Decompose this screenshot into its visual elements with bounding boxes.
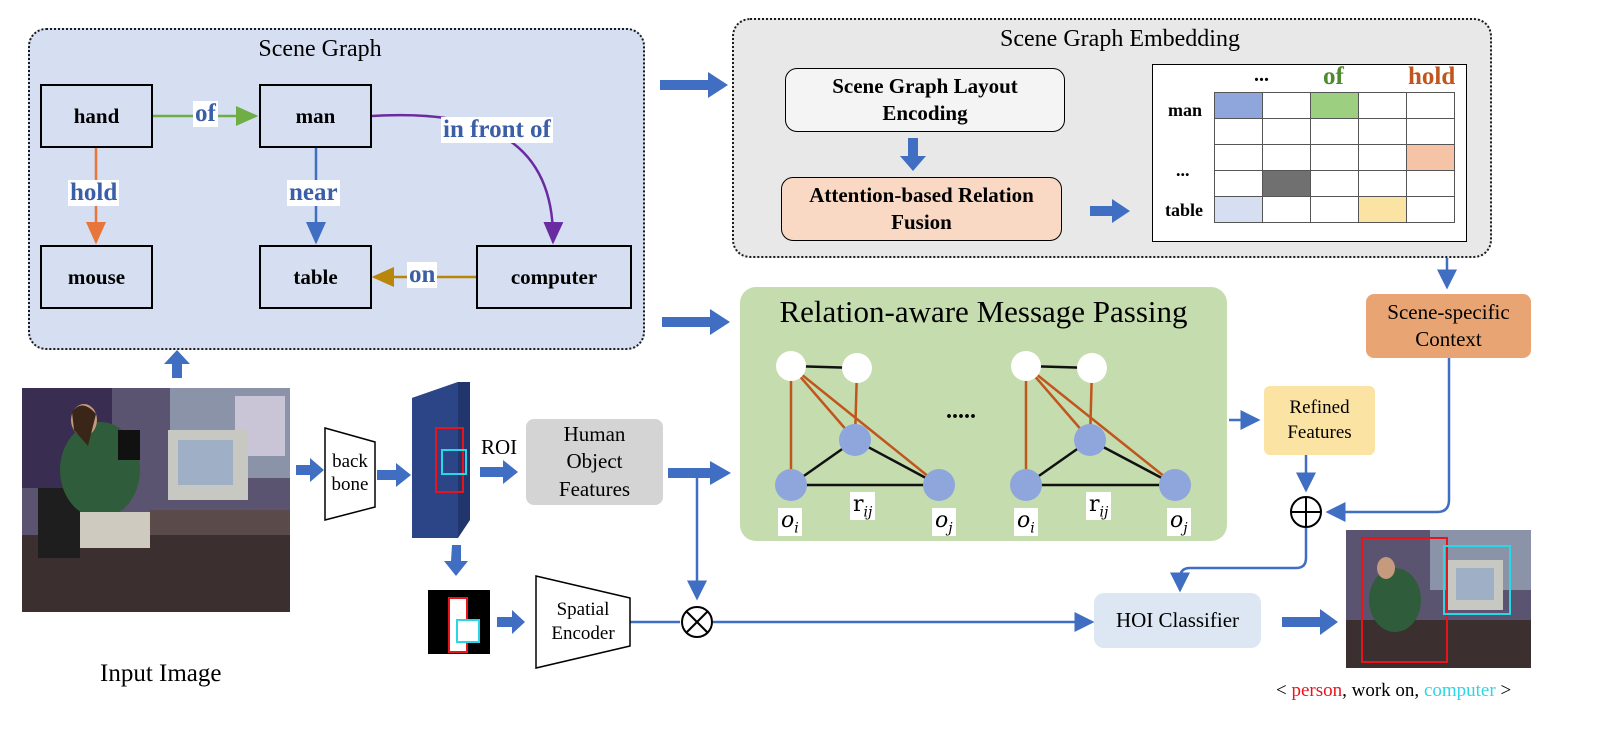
scene-graph-embedding-title: Scene Graph Embedding [1000,26,1240,52]
matrix-cell [1310,118,1359,145]
matrix-cell [1358,144,1407,171]
graph-right [1010,351,1191,501]
backbone-trapezoid [324,427,376,521]
label-oi-right: oi [1014,508,1038,537]
feature-map [412,382,470,538]
backbone-label: back bone [331,451,369,495]
matrix-cell [1214,144,1263,171]
matrix-cell [1358,170,1407,197]
matrix-cell [1262,196,1311,223]
node-table: table [259,245,372,309]
matrix-row-dots: ... [1176,160,1190,180]
graph-left [775,351,955,501]
matrix-cell [1358,92,1407,119]
relation-hold: hold [68,179,120,207]
matrix-cell [1310,196,1359,223]
output-subject: person [1291,680,1343,701]
message-passing-panel [740,287,1227,541]
matrix-cell [1214,118,1263,145]
matrix-cell [1214,170,1263,197]
output-verb: , work on, [1342,680,1420,701]
node-computer: computer [476,245,632,309]
matrix-cell [1310,144,1359,171]
embedding-matrix [1214,92,1455,223]
matrix-col-dots: ... [1254,64,1269,86]
spatial-mask-image [428,590,490,654]
matrix-cell [1310,170,1359,197]
matrix-cell [1358,196,1407,223]
node-mouse: mouse [40,245,153,309]
attention-fusion-box: Attention-based Relation Fusion [781,177,1062,241]
matrix-cell [1262,144,1311,171]
matrix-cell [1262,118,1311,145]
matrix-cell [1406,144,1455,171]
matrix-cell [1214,92,1263,119]
matrix-row-man: man [1168,100,1203,120]
node-man: man [259,84,372,148]
label-rij-right: rij [1086,492,1112,521]
product-operator [681,606,713,638]
matrix-col-hold: hold [1408,63,1456,90]
matrix-cell [1310,92,1359,119]
input-image-caption: Input Image [100,660,222,687]
scene-graph-title: Scene Graph [258,36,382,62]
relation-in-front-of: in front of [441,116,553,144]
spatial-encoder-label: Spatial Encoder [551,599,615,644]
node-hand: hand [40,84,153,148]
matrix-row-table: table [1165,200,1203,220]
matrix-col-of: of [1323,63,1344,90]
label-rij-left: rij [850,492,876,521]
refined-features-box: Refined Features [1264,386,1375,455]
matrix-cell [1406,92,1455,119]
matrix-cell [1406,196,1455,223]
hoi-classifier-box: HOI Classifier [1094,593,1261,648]
block-arrows [164,72,1338,635]
input-photo [22,388,290,612]
relation-near: near [287,179,340,207]
output-photo [1346,530,1531,668]
matrix-cell [1214,196,1263,223]
human-object-features-box: Human Object Features [526,419,663,505]
label-oj-left: oj [932,508,956,537]
matrix-cell [1406,118,1455,145]
output-object: computer [1423,680,1496,701]
matrix-cell [1358,118,1407,145]
roi-label: ROI [481,435,518,459]
relation-of: of [193,100,218,128]
matrix-cell [1406,170,1455,197]
relation-on: on [407,261,438,289]
output-caption: < person, work on, computer > [1276,680,1512,701]
message-passing-title: Relation-aware Message Passing [779,294,1188,329]
label-oi-left: oi [778,508,802,537]
scene-specific-context-box: Scene-specific Context [1366,294,1531,358]
graph-ellipsis: ..... [946,398,976,424]
matrix-cell [1262,170,1311,197]
spatial-encoder-trapezoid [535,575,631,669]
sum-operator [1290,496,1322,528]
matrix-cell [1262,92,1311,119]
layout-encoding-box: Scene Graph Layout Encoding [785,68,1065,132]
label-oj-right: oj [1167,508,1191,537]
